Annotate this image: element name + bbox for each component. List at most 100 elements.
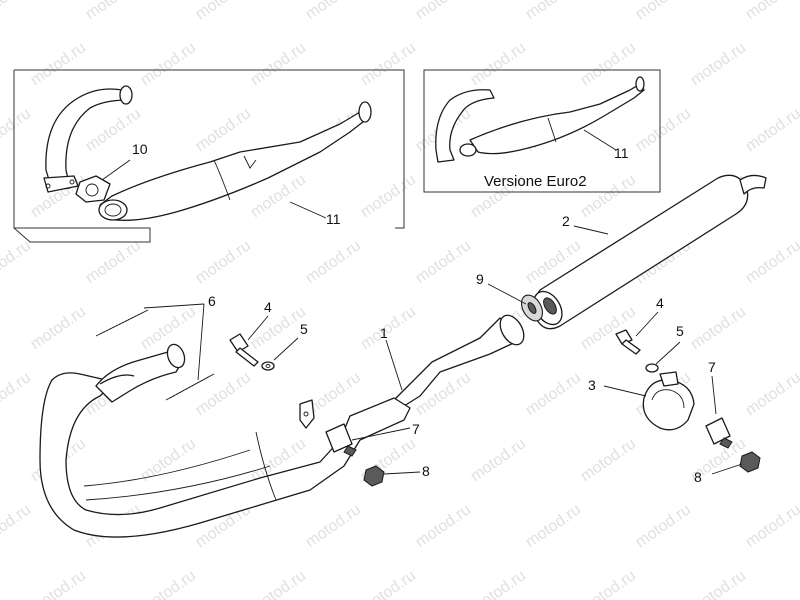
- watermark-text: motod.ru: [28, 567, 89, 600]
- part-8-nut-right: [739, 451, 761, 473]
- watermark-text: motod.ru: [413, 237, 474, 287]
- watermark-text: motod.ru: [193, 0, 254, 23]
- callout-10: 10: [101, 141, 148, 181]
- callout-3: 3: [588, 377, 647, 397]
- watermark-text: motod.ru: [578, 567, 639, 600]
- callout-11-inset2: 11: [583, 129, 629, 161]
- part-6-springs: [95, 309, 215, 401]
- watermark-text: motod.ru: [468, 567, 529, 600]
- inset-exhaust-pipe: [98, 101, 372, 221]
- callout-7-right: 7: [708, 359, 717, 415]
- watermark-text: motod.ru: [248, 39, 309, 89]
- watermark-text: motod.ru: [0, 0, 34, 23]
- watermark-text: motod.ru: [523, 369, 584, 419]
- part-8-nut-left: [363, 465, 385, 487]
- watermark-text: motod.ru: [633, 105, 694, 155]
- watermark-text: motod.ru: [523, 0, 584, 23]
- watermark-text: motod.ru: [303, 0, 364, 23]
- watermark-text: motod.ru: [358, 39, 419, 89]
- watermark-text: motod.ru: [248, 567, 309, 600]
- watermark-text: motod.ru: [138, 39, 199, 89]
- watermark-text: motod.ru: [0, 105, 34, 155]
- callout-9-label: 9: [476, 271, 484, 287]
- callout-11-euro2-label: 11: [614, 145, 629, 161]
- callout-4-right: 4: [635, 295, 664, 337]
- callout-8-right-label: 8: [694, 469, 702, 485]
- watermark-text: motod.ru: [578, 39, 639, 89]
- euro2-exhaust: [435, 76, 645, 163]
- watermark-text: motod.ru: [523, 501, 584, 551]
- watermark-text: motod.ru: [28, 39, 89, 89]
- callout-1-label: 1: [380, 325, 388, 341]
- callout-4-left-label: 4: [264, 299, 272, 315]
- watermark-text: motod.ru: [358, 171, 419, 221]
- watermark-text: motod.ru: [413, 0, 474, 23]
- watermark-text: motod.ru: [688, 567, 749, 600]
- watermark-text: motod.ru: [468, 39, 529, 89]
- watermark-text: motod.ru: [413, 501, 474, 551]
- part-5-washer-right: [645, 363, 659, 373]
- inset-caption: Versione Euro2: [484, 173, 587, 190]
- callout-5-right: 5: [655, 323, 684, 365]
- callout-9: 9: [476, 271, 527, 305]
- watermark-text: motod.ru: [688, 303, 749, 353]
- callout-1: 1: [380, 325, 403, 391]
- callout-5-right-label: 5: [676, 323, 684, 339]
- callout-10-label: 10: [132, 141, 148, 157]
- watermark-text: motod.ru: [743, 105, 800, 155]
- watermark-text: motod.ru: [468, 435, 529, 485]
- watermark-text: motod.ru: [303, 501, 364, 551]
- watermark-text: motod.ru: [578, 435, 639, 485]
- watermark-text: motod.ru: [83, 0, 144, 23]
- callout-11-inset1: 11: [289, 201, 341, 227]
- watermark-text: motod.ru: [743, 501, 800, 551]
- watermark-text: motod.ru: [743, 237, 800, 287]
- callout-3-label: 3: [588, 377, 596, 393]
- part-1-exhaust-pipe: [39, 314, 525, 538]
- watermark-text: motod.ru: [633, 0, 694, 23]
- callout-4-right-label: 4: [656, 295, 664, 311]
- part-4-bolt-left: [229, 333, 259, 367]
- watermark-text: motod.ru: [303, 237, 364, 287]
- callout-7-left-label: 7: [412, 421, 420, 437]
- watermark-text: motod.ru: [193, 105, 254, 155]
- callout-8-right: 8: [694, 463, 743, 485]
- callout-2-label: 2: [562, 213, 570, 229]
- watermark-text: motod.ru: [83, 237, 144, 287]
- watermark-text: motod.ru: [0, 369, 34, 419]
- watermark-text: motod.ru: [0, 237, 34, 287]
- watermark-text: motod.ru: [633, 501, 694, 551]
- watermark-text: motod.ru: [358, 567, 419, 600]
- inset-gasket: [75, 175, 111, 203]
- callout-8-left-label: 8: [422, 463, 430, 479]
- part-4-bolt-right: [615, 329, 641, 355]
- watermark-text: motod.ru: [688, 39, 749, 89]
- watermark-text: motod.ru: [28, 303, 89, 353]
- inset-box-standard: 10 11: [13, 69, 405, 243]
- callout-8-left: 8: [383, 463, 430, 479]
- watermark-text: motod.ru: [138, 567, 199, 600]
- callout-6: 6: [143, 293, 216, 381]
- part-7-mount-right: [705, 417, 733, 449]
- callout-11-label: 11: [326, 211, 341, 227]
- part-5-washer-left: [261, 361, 275, 371]
- callout-4-left: 4: [247, 299, 272, 341]
- part-7-mount-left: [325, 423, 357, 457]
- inset-frame-lower: [13, 70, 151, 243]
- inset-frame: [14, 69, 405, 229]
- watermark-text: motod.ru: [193, 237, 254, 287]
- inset-box-euro2: 11 Versione Euro2: [423, 69, 661, 193]
- callout-5-left-label: 5: [300, 321, 308, 337]
- inset-manifold-pipe: [43, 85, 133, 193]
- watermark-text: motod.ru: [743, 369, 800, 419]
- part-3-clamp: [642, 371, 695, 431]
- callout-6-label: 6: [208, 293, 216, 309]
- callout-2: 2: [562, 213, 609, 235]
- watermark-text: motod.ru: [578, 171, 639, 221]
- watermark-text: motod.ru: [0, 501, 34, 551]
- watermark-text: motod.ru: [193, 369, 254, 419]
- callout-5-left: 5: [273, 321, 308, 361]
- watermark-text: motod.ru: [743, 0, 800, 23]
- callout-7-left: 7: [351, 421, 420, 441]
